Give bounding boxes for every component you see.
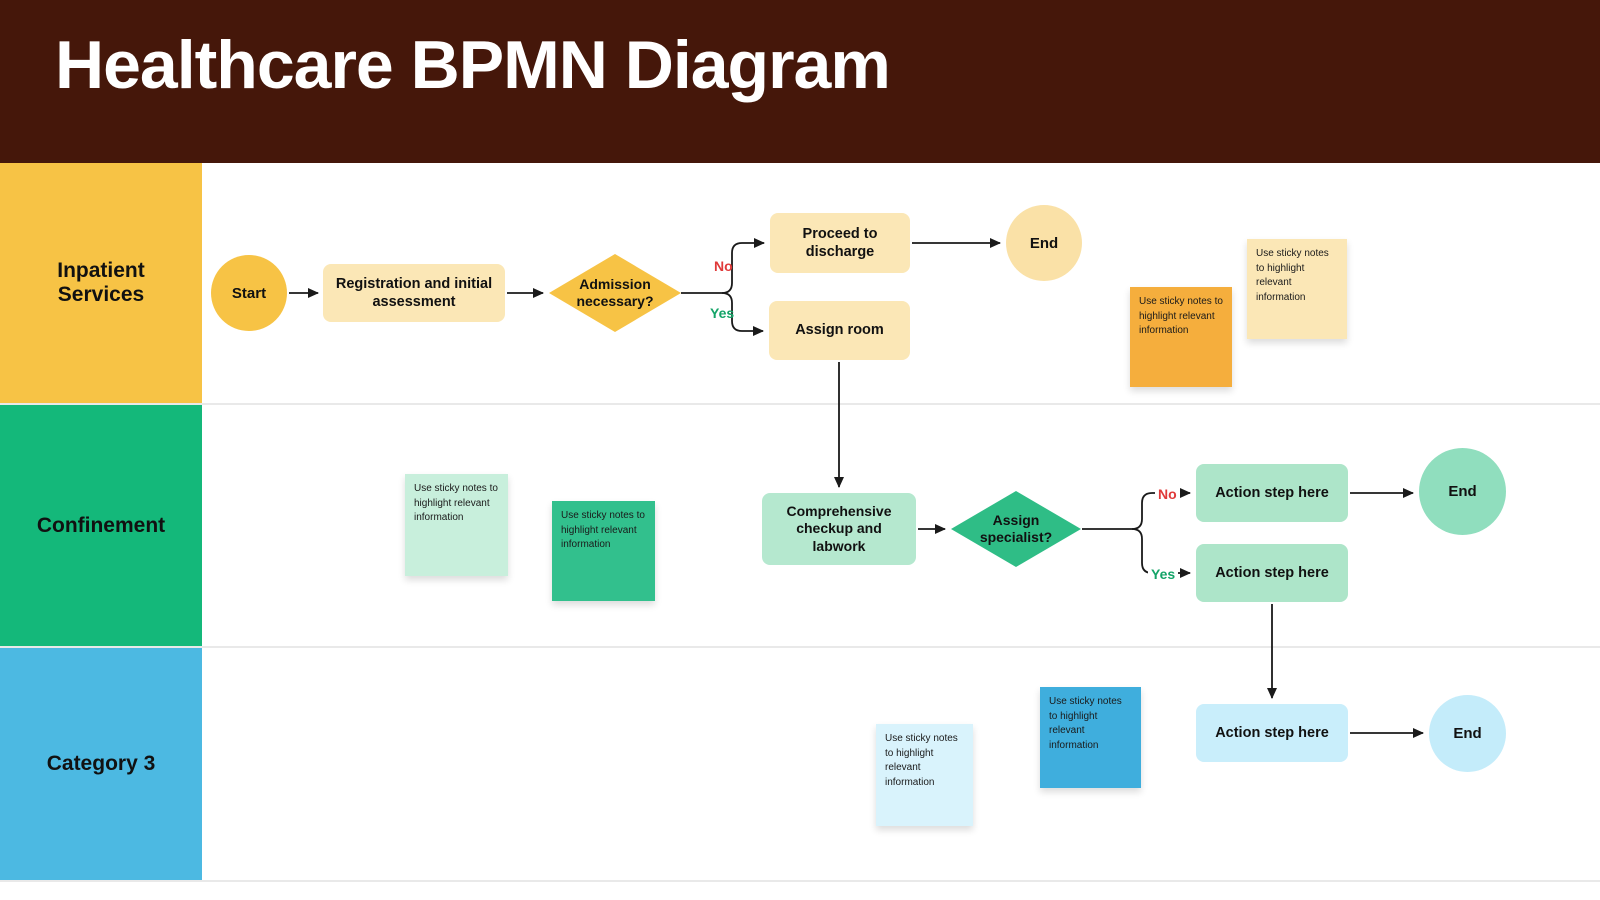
header-banner: Healthcare BPMN Diagram	[0, 0, 1600, 163]
edge-label-yes-2: Yes	[1148, 566, 1179, 582]
lane-label-confinement: Confinement	[0, 405, 202, 646]
sticky-note-light-blue[interactable]: Use sticky notes to highlight relevant i…	[876, 724, 973, 826]
task-proceed-to-discharge[interactable]: Proceed to discharge	[770, 213, 910, 273]
start-event[interactable]: Start	[211, 255, 287, 331]
edge-label-yes-1: Yes	[710, 305, 735, 321]
lane-category-3: Category 3	[0, 648, 1600, 882]
task-action-step-yes[interactable]: Action step here	[1196, 544, 1348, 602]
end-event-1[interactable]: End	[1006, 205, 1082, 281]
end-event-3[interactable]: End	[1429, 695, 1506, 772]
page-title: Healthcare BPMN Diagram	[55, 27, 891, 103]
sticky-note-light-yellow[interactable]: Use sticky notes to highlight relevant i…	[1247, 239, 1347, 339]
sticky-note-orange[interactable]: Use sticky notes to highlight relevant i…	[1130, 287, 1232, 387]
sticky-note-blue[interactable]: Use sticky notes to highlight relevant i…	[1040, 687, 1141, 788]
lane-label-inpatient-services: Inpatient Services	[0, 163, 202, 403]
sticky-note-green[interactable]: Use sticky notes to highlight relevant i…	[552, 501, 655, 601]
lane-label-category-3: Category 3	[0, 648, 202, 880]
edge-label-no-2: No	[1155, 486, 1180, 502]
sticky-note-light-green[interactable]: Use sticky notes to highlight relevant i…	[405, 474, 508, 576]
end-event-2[interactable]: End	[1419, 448, 1506, 535]
task-comprehensive-checkup[interactable]: Comprehensive checkup and labwork	[762, 493, 916, 565]
task-registration[interactable]: Registration and initial assessment	[323, 264, 505, 322]
edge-label-no-1: No	[714, 258, 733, 274]
task-action-step-lane3[interactable]: Action step here	[1196, 704, 1348, 762]
task-assign-room[interactable]: Assign room	[769, 301, 910, 360]
task-action-step-no[interactable]: Action step here	[1196, 464, 1348, 522]
